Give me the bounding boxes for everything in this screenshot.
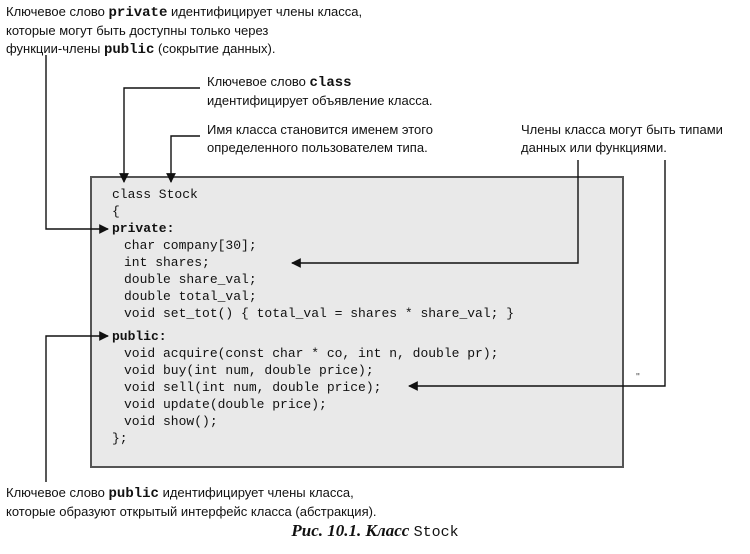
members-note-line2: данных или функциями. bbox=[521, 140, 667, 155]
code-line-buy: void buy(int num, double price); bbox=[124, 363, 374, 378]
public-arrow bbox=[45, 331, 109, 482]
code-line-set-tot: void set_tot() { total_val = shares * sh… bbox=[124, 306, 515, 321]
class-keyword: class bbox=[309, 75, 352, 91]
code-line-share-val: double share_val; bbox=[124, 272, 257, 287]
private-arrow bbox=[45, 55, 109, 234]
name-note-line1: Имя класса становится именем этого bbox=[207, 122, 433, 137]
public-keyword-inline: public bbox=[103, 42, 155, 58]
private-note-line2: которые могут быть доступны только через bbox=[6, 23, 269, 38]
name-note-line2: определенного пользователем типа. bbox=[207, 140, 428, 155]
code-box bbox=[90, 176, 624, 468]
private-note-line3-end: (сокрытие данных). bbox=[154, 41, 276, 56]
public-note-text-end: идентифицирует члены класса, bbox=[158, 485, 354, 500]
class-note-text: Ключевое слово bbox=[207, 74, 310, 89]
code-line-update: void update(double price); bbox=[124, 397, 327, 412]
private-keyword: private bbox=[108, 5, 168, 21]
private-annotation: Ключевое слово private идентифицирует чл… bbox=[6, 3, 362, 59]
members-annotation: Члены класса могут быть типами данных ил… bbox=[521, 121, 723, 157]
scan-mark: '' bbox=[636, 372, 640, 383]
caption-class-name: Stock bbox=[413, 524, 459, 541]
class-name-annotation: Имя класса становится именем этого опред… bbox=[207, 121, 433, 157]
code-line-private: private: bbox=[112, 221, 175, 236]
code-line-shares: int shares; bbox=[124, 255, 210, 270]
caption-text: Рис. 10.1. Класс bbox=[291, 521, 414, 540]
private-note-text-end: идентифицирует члены класса, bbox=[167, 4, 363, 19]
public-annotation: Ключевое слово public идентифицирует чле… bbox=[6, 484, 377, 521]
code-line-total-val: double total_val; bbox=[124, 289, 257, 304]
code-line-show: void show(); bbox=[124, 414, 218, 429]
class-annotation: Ключевое слово class идентифицирует объя… bbox=[207, 73, 433, 110]
code-line-company: char company[30]; bbox=[124, 238, 257, 253]
members-data-arrow bbox=[291, 160, 579, 268]
public-note-line2: которые образуют открытый интерфейс клас… bbox=[6, 504, 377, 519]
code-line-acquire: void acquire(const char * co, int n, dou… bbox=[124, 346, 499, 361]
class-name-arrow bbox=[166, 135, 200, 183]
class-arrow bbox=[119, 87, 200, 183]
code-line-public: public: bbox=[112, 329, 167, 344]
code-line-open-brace: { bbox=[112, 204, 120, 219]
code-line-class: class Stock bbox=[112, 187, 198, 202]
private-note-text: Ключевое слово bbox=[6, 4, 109, 19]
members-note-line1: Члены класса могут быть типами bbox=[521, 122, 723, 137]
members-function-arrow bbox=[408, 160, 666, 391]
figure-caption: Рис. 10.1. Класс Stock bbox=[0, 521, 750, 541]
public-keyword: public bbox=[108, 486, 159, 502]
public-note-text: Ключевое слово bbox=[6, 485, 109, 500]
code-line-sell: void sell(int num, double price); bbox=[124, 380, 382, 395]
private-note-line3: функции-члены bbox=[6, 41, 104, 56]
class-note-line2: идентифицирует объявление класса. bbox=[207, 93, 433, 108]
code-line-close: }; bbox=[112, 431, 128, 446]
